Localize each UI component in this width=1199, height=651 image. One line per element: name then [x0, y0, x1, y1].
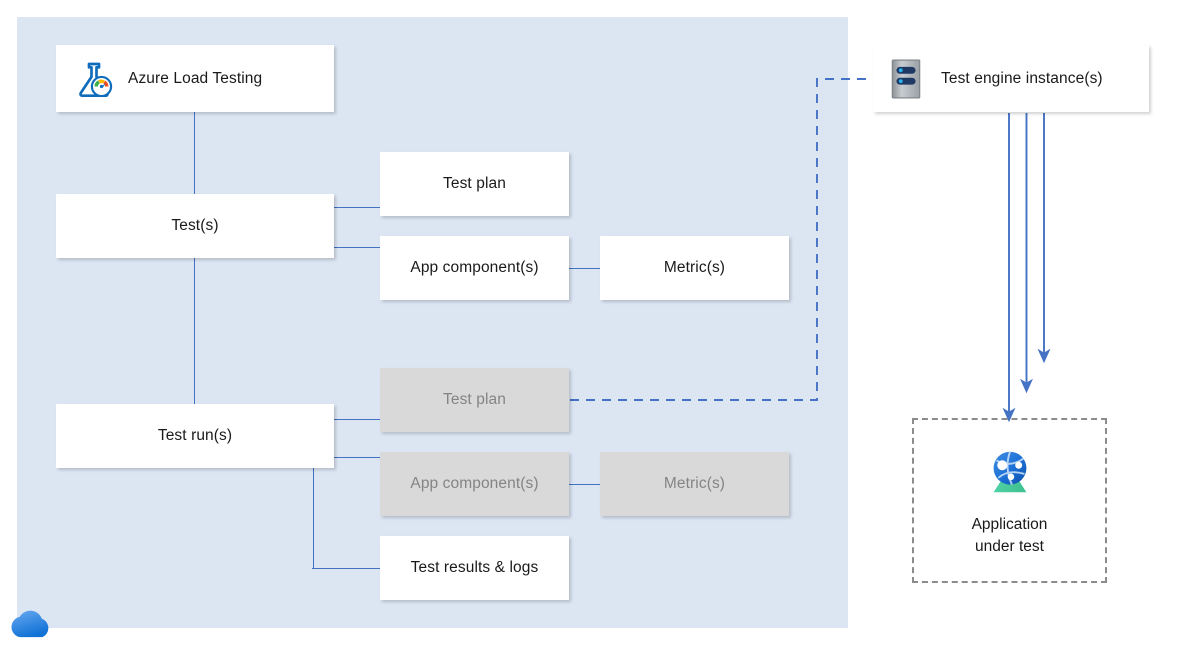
connector-app-components-to-metrics: [569, 267, 600, 270]
cloud-icon: [11, 610, 49, 638]
node-metrics-top[interactable]: Metric(s): [600, 236, 789, 300]
external-environment-panel: [848, 342, 1199, 651]
node-test-plan-top[interactable]: Test plan: [380, 152, 569, 216]
app-under-test-label-line2: under test: [975, 537, 1044, 555]
connector-testruns-elbow-vertical: [312, 457, 315, 569]
node-label: Test results & logs: [410, 559, 539, 576]
app-under-test-label-line1: Application: [971, 516, 1048, 534]
node-label: Metric(s): [663, 475, 726, 492]
node-test-results-logs[interactable]: Test results & logs: [380, 536, 569, 600]
node-label: Test plan: [443, 175, 506, 192]
node-metrics-bottom[interactable]: Metric(s): [600, 452, 789, 516]
connector-tests-to-test-plan: [334, 206, 380, 209]
node-label: Test plan: [443, 391, 506, 408]
server-icon: [891, 59, 921, 98]
node-label: App component(s): [410, 259, 539, 276]
node-label: Metric(s): [663, 259, 726, 276]
node-label: Test engine instance(s): [941, 69, 1103, 87]
node-app-components-top[interactable]: App component(s): [380, 236, 569, 300]
connector-testruns-to-app-components-dim: [334, 456, 380, 459]
node-app-components-bottom[interactable]: App component(s): [380, 452, 569, 516]
connector-tests-to-app-components: [334, 246, 380, 249]
node-label: Azure Load Testing: [128, 69, 263, 87]
app-under-test-caption: Application under test: [972, 514, 1048, 557]
connector-alt-to-tests: [193, 112, 196, 195]
node-azure-load-testing[interactable]: Azure Load Testing: [56, 45, 334, 112]
node-label: Test run(s): [157, 427, 233, 444]
connector-tests-to-testruns: [193, 257, 196, 405]
node-label: Test(s): [171, 217, 219, 234]
flask-gauge-icon: [79, 62, 113, 97]
node-application-under-test[interactable]: Application under test: [912, 418, 1107, 583]
connector-app-components-dim-to-metrics-dim: [569, 483, 600, 486]
node-tests[interactable]: Test(s): [56, 194, 334, 258]
node-test-engine-instances[interactable]: Test engine instance(s): [873, 45, 1149, 112]
connector-testruns-elbow-horizontal: [312, 567, 380, 570]
node-label: App component(s): [410, 475, 539, 492]
node-test-runs[interactable]: Test run(s): [56, 404, 334, 468]
node-test-plan-bottom[interactable]: Test plan: [380, 368, 569, 432]
app-globe-icon: [993, 451, 1026, 493]
connector-testruns-to-test-plan-dim: [334, 418, 380, 421]
